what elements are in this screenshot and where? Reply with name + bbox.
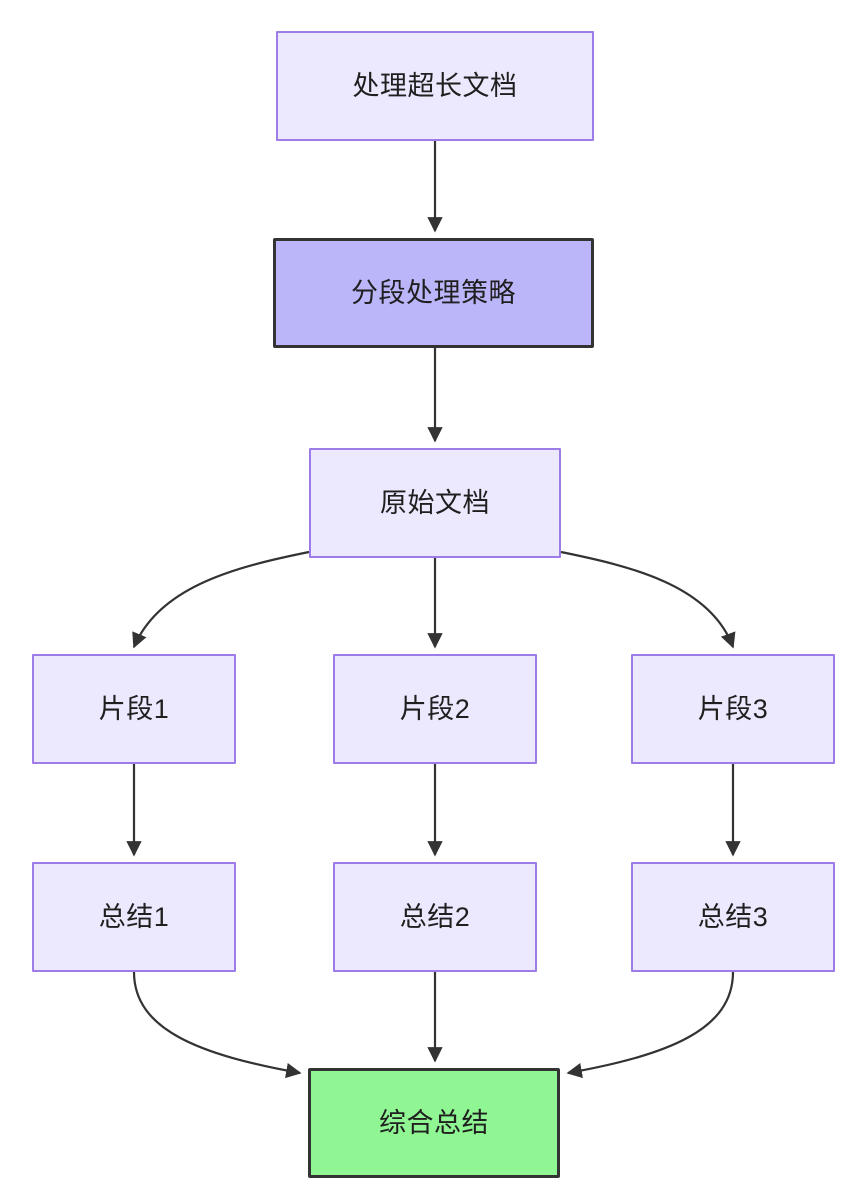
node-label: 原始文档 [380, 487, 490, 518]
node-process-long-document[interactable]: 处理超长文档 [276, 31, 594, 141]
node-label: 分段处理策略 [351, 277, 516, 308]
node-chunk-2[interactable]: 片段2 [333, 654, 537, 764]
node-summary-1[interactable]: 总结1 [32, 862, 236, 972]
node-label: 处理超长文档 [352, 70, 518, 101]
node-source-document[interactable]: 原始文档 [309, 448, 561, 558]
edge-sum3-final [566, 971, 735, 1079]
node-summary-2[interactable]: 总结2 [333, 862, 537, 972]
node-chunk-1[interactable]: 片段1 [32, 654, 236, 764]
node-chunk-3[interactable]: 片段3 [631, 654, 835, 764]
node-label: 片段3 [697, 693, 769, 724]
edge-sum1-final [132, 971, 302, 1079]
node-summary-3[interactable]: 总结3 [631, 862, 835, 972]
node-label: 综合总结 [379, 1107, 489, 1138]
node-label: 总结2 [399, 901, 471, 932]
edge-source-chunk1 [132, 550, 310, 649]
node-chunking-strategy[interactable]: 分段处理策略 [273, 238, 594, 348]
node-final-summary[interactable]: 综合总结 [308, 1068, 560, 1178]
edge-source-chunk3 [560, 550, 736, 649]
node-label: 总结1 [98, 901, 170, 932]
node-label: 片段1 [98, 693, 170, 724]
node-label: 总结3 [697, 901, 769, 932]
node-label: 片段2 [399, 693, 471, 724]
